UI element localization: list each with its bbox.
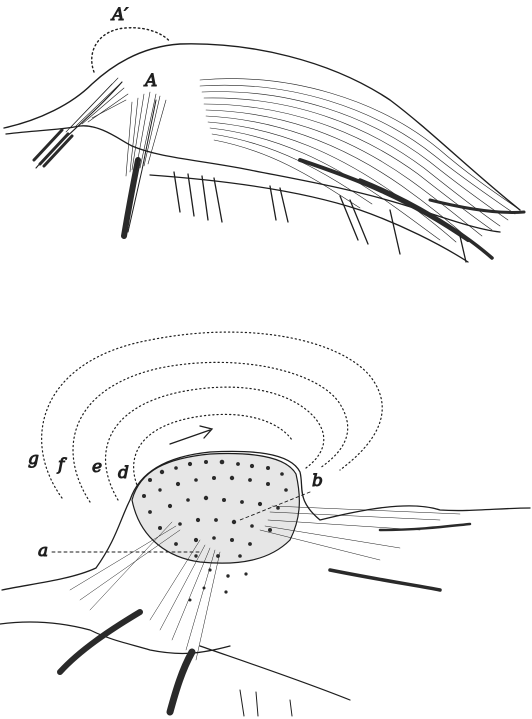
label-a-lower: a <box>38 541 48 561</box>
cell-upper-outline <box>4 44 520 210</box>
label-e: e <box>92 457 102 477</box>
stippled-nucleus <box>132 454 299 564</box>
label-b: b <box>312 471 323 491</box>
direction-arrow <box>170 426 212 444</box>
downward-process <box>124 92 166 236</box>
label-a-prime: A′ <box>110 5 128 25</box>
label-d: d <box>118 463 129 483</box>
bottom-process <box>170 652 192 712</box>
lower-left-process <box>60 612 140 672</box>
right-process <box>330 570 440 590</box>
dotted-halo-a-prime <box>92 28 170 72</box>
top-figure: A′ A <box>4 5 524 262</box>
membrane-line <box>150 175 468 262</box>
striations <box>174 172 466 262</box>
left-process-stipple <box>34 130 72 166</box>
right-upper-process <box>380 524 470 530</box>
label-g: g <box>28 449 39 469</box>
cell-lower-outline <box>6 126 500 232</box>
label-a: A <box>143 71 157 91</box>
right-fibre-bundle <box>200 79 520 242</box>
membrane-line-b <box>200 646 350 700</box>
label-f: f <box>56 455 67 475</box>
striations-bottom <box>240 690 292 716</box>
bottom-figure: g f e d b a <box>0 332 530 716</box>
